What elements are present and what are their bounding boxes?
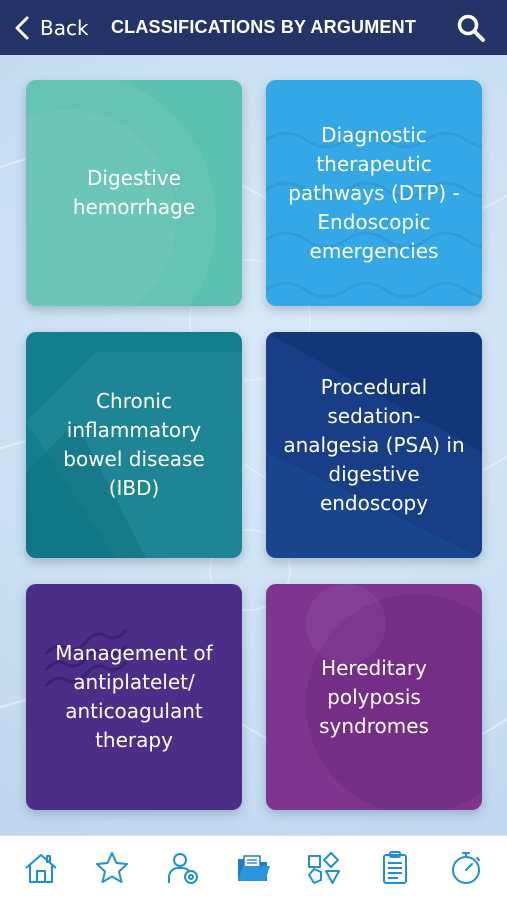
tile-label: Management of antiplatelet/ anticoagulan… (55, 641, 213, 752)
bottom-navigation (0, 835, 507, 900)
search-button[interactable] (455, 12, 487, 44)
tile-procedural-sedation[interactable]: Procedural sedation-analgesia (PSA) in d… (266, 332, 482, 558)
tile-digestive-hemorrhage[interactable]: Digestive hemorrhage (26, 80, 242, 306)
tile-chronic-ibd[interactable]: Chronic inflammatory bowel disease (IBD) (26, 332, 242, 558)
user-settings-icon (167, 853, 198, 884)
shapes-icon (308, 852, 341, 884)
search-icon (457, 14, 485, 42)
tile-label: Diagnostic therapeutic pathways (DTP) - … (288, 122, 460, 263)
nav-favorites[interactable] (88, 844, 136, 892)
tile-label: Digestive hemorrhage (72, 166, 196, 219)
nav-checklist[interactable] (371, 844, 419, 892)
clipboard-icon (382, 851, 407, 884)
page-title: CLASSIFICATIONS BY ARGUMENT (110, 17, 417, 37)
chevron-left-icon (15, 16, 29, 39)
top-bar: Back CLASSIFICATIONS BY ARGUMENT (0, 0, 507, 55)
home-icon (25, 854, 57, 883)
nav-classifications[interactable] (300, 844, 348, 892)
tile-hereditary-polyposis[interactable]: Hereditary polyposis syndromes (266, 584, 482, 810)
back-button[interactable]: Back (14, 0, 89, 55)
star-icon (96, 852, 129, 883)
stopwatch-icon (451, 852, 480, 884)
nav-profile[interactable] (159, 844, 207, 892)
folder-icon (238, 855, 271, 881)
category-grid[interactable]: Digestive hemorrhage Diagnostic therapeu… (0, 55, 507, 835)
tile-label: Hereditary polyposis syndromes (319, 655, 429, 738)
nav-home[interactable] (17, 844, 65, 892)
nav-documents[interactable] (229, 844, 277, 892)
tile-label: Procedural sedation-analgesia (PSA) in d… (283, 374, 465, 515)
tile-diagnostic-therapeutic-pathways[interactable]: Diagnostic therapeutic pathways (DTP) - … (266, 80, 482, 306)
tile-antiplatelet-anticoagulant[interactable]: Management of antiplatelet/ anticoagulan… (26, 584, 242, 810)
tile-label: Chronic inflammatory bowel disease (IBD) (63, 389, 205, 500)
nav-timer[interactable] (442, 844, 490, 892)
back-label: Back (40, 15, 89, 40)
